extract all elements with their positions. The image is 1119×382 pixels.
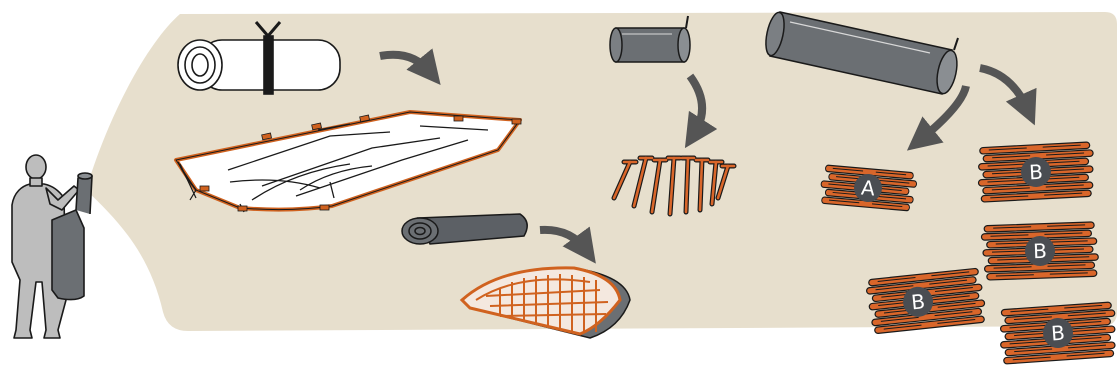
pole-bundle-b-icon: B [998,302,1118,364]
label-b: B [910,289,926,314]
label-b: B [1033,239,1048,263]
pole-bundle-a-icon: A [820,165,918,212]
label-a: A [860,175,876,200]
label-b: B [1029,160,1044,185]
person-with-bag-icon [12,155,92,338]
pole-bundle-b-icon: B [865,268,986,334]
pole-bundle-b-icon: B [981,222,1099,280]
pole-bundle-b-icon: B [977,142,1096,202]
label-b: B [1050,321,1065,346]
